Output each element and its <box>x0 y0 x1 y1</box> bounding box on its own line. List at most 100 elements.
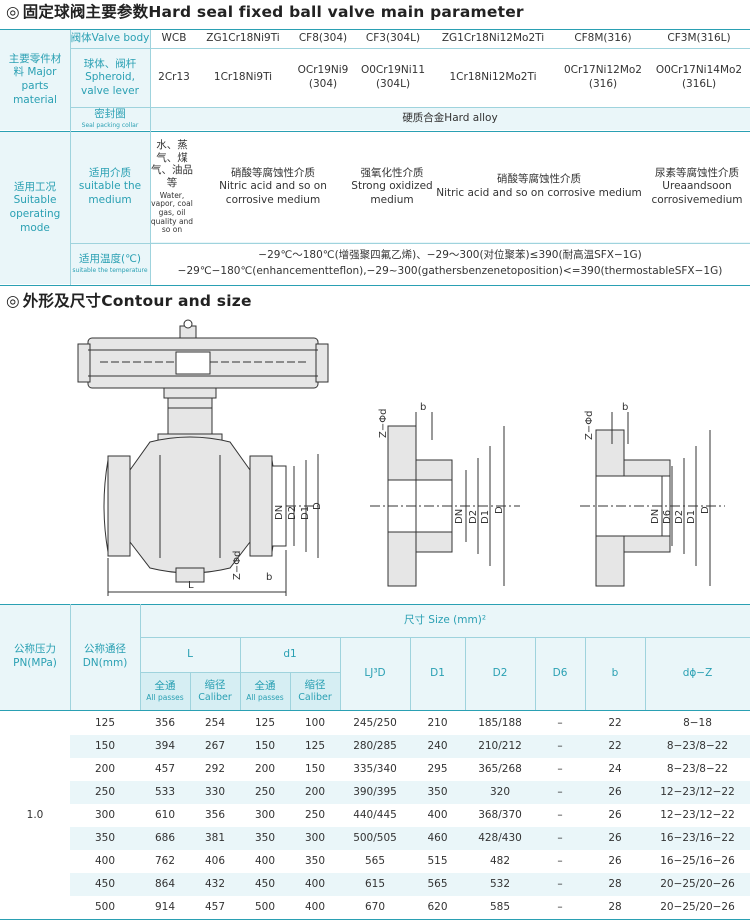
pn-header: 公称压力 PN(MPa) <box>13 643 57 669</box>
medium-cell: 水、蒸气、煤气、油品等 Water, vapor, coal gas, oil … <box>150 139 194 235</box>
medium-label: 适用介质 suitable the medium <box>78 166 142 206</box>
table-cell: 350 <box>427 785 448 798</box>
table-cell: 185/188 <box>478 716 522 729</box>
reduced-bore-header: 缩径 Caliber <box>298 678 332 704</box>
table-cell: 457 <box>204 900 226 913</box>
table-cell: – <box>557 831 563 844</box>
table-cell: 22 <box>608 739 622 752</box>
table-cell: 330 <box>204 785 226 798</box>
table-cell: 390/395 <box>353 785 397 798</box>
col-header-b: b <box>611 667 619 680</box>
table-cell: 26 <box>608 808 622 821</box>
col-header-d2: D2 <box>492 667 508 680</box>
table-cell: 280/285 <box>353 739 397 752</box>
dim-label-d1: D1 <box>300 506 311 520</box>
contour-drawings: L b Z−Φd DN D2 D1 D b Z−Φd DN D2 D1 D b … <box>77 319 725 596</box>
table-cell: 267 <box>204 739 226 752</box>
body-material: CF3(304L) <box>365 32 421 45</box>
table-cell: 762 <box>154 854 176 867</box>
table-cell: – <box>557 716 563 729</box>
col-header-d1: d1 <box>283 648 297 661</box>
body-material: CF8M(316) <box>574 32 632 45</box>
sphere-material: 0Cr17Ni12Mo2 (316) <box>564 64 642 90</box>
sphere-lever-label: 球体、阀杆 Spheroid, valve lever <box>81 57 139 97</box>
circle-mark-icon: ◎ <box>6 292 20 310</box>
table-cell: 565 <box>427 877 448 890</box>
pn-value: 1.0 <box>26 808 44 821</box>
table-cell: 150 <box>304 762 326 775</box>
dn-header: 公称通径 DN(mm) <box>82 643 128 669</box>
table-cell: 26 <box>608 785 622 798</box>
parameter-section-title: ◎固定球阀主要参数Hard seal fixed ball valve main… <box>6 3 524 21</box>
table-cell: 615 <box>364 877 386 890</box>
table-cell: – <box>557 785 563 798</box>
col-header-z: dϕ−Z <box>682 667 713 680</box>
sphere-material: OCr19Ni9 (304) <box>297 64 349 90</box>
table-cell: 620 <box>427 900 448 913</box>
temperature-label: 适用温度(℃) suitable the temperature <box>72 253 148 274</box>
dim-label-b: b <box>622 402 628 413</box>
table-cell: 400 <box>254 854 276 867</box>
sphere-material: 2Cr13 <box>158 71 190 84</box>
table-cell: 670 <box>364 900 386 913</box>
dim-label-d2: D2 <box>674 510 685 524</box>
body-material: ZG1Cr18Ni12Mo2Ti <box>441 32 545 45</box>
col-header-d1-flange: D1 <box>430 667 445 680</box>
circle-mark-icon: ◎ <box>6 3 20 21</box>
table-cell: 400 <box>304 900 326 913</box>
table-cell: 250 <box>304 808 326 821</box>
table-cell: 482 <box>489 854 511 867</box>
table-cell: 20−25/20−26 <box>660 877 735 890</box>
table-cell: 350 <box>94 831 116 844</box>
table-cell: 457 <box>154 762 176 775</box>
table-cell: 20−25/20−26 <box>660 900 735 913</box>
full-bore-header: 全通 All passes <box>246 679 284 703</box>
table-cell: 200 <box>304 785 326 798</box>
contour-section-title: ◎外形及尺寸Contour and size <box>6 292 252 310</box>
table-cell: 240 <box>427 739 448 752</box>
table-cell: 22 <box>608 716 622 729</box>
dim-label-z: Z−Φd <box>584 411 595 440</box>
flange-section-drawing <box>580 412 725 587</box>
table-cell: 565 <box>364 854 386 867</box>
dim-label-z: Z−Φd <box>378 409 389 438</box>
table-cell: 24 <box>608 762 622 775</box>
sphere-material: 1Cr18Ni12Mo2Ti <box>449 71 537 84</box>
table-cell: 26 <box>608 854 622 867</box>
table-cell: 8−18 <box>683 716 712 729</box>
dim-label-dn: DN <box>274 505 285 520</box>
table-cell: 432 <box>204 877 226 890</box>
table-cell: 300 <box>304 831 326 844</box>
table-cell: 610 <box>154 808 176 821</box>
dim-label-d6: D6 <box>662 510 673 524</box>
table-cell: 150 <box>94 739 116 752</box>
table-cell: 250 <box>254 785 276 798</box>
temperature-values: −29℃～180℃(增强聚四氟乙烯)、−29～300(对位聚苯)≤390(耐高温… <box>177 249 723 277</box>
table-cell: 532 <box>489 877 511 890</box>
table-cell: 300 <box>254 808 276 821</box>
table-cell: – <box>557 739 563 752</box>
col-header-ld: LJ³D <box>364 667 386 680</box>
table-cell: 200 <box>94 762 116 775</box>
table-cell: 12−23/12−22 <box>660 785 735 798</box>
dim-label-dn: DN <box>650 509 661 524</box>
dim-label-d1: D1 <box>480 510 491 524</box>
table-cell: 26 <box>608 831 622 844</box>
table-cell: 368/370 <box>478 808 522 821</box>
valve-body-label: 阀体Valve body <box>70 32 150 45</box>
dim-label-L: L <box>188 580 194 591</box>
col-header-l: L <box>187 648 193 661</box>
table-cell: 686 <box>154 831 176 844</box>
table-cell: 350 <box>304 854 326 867</box>
dim-label-d2: D2 <box>287 506 298 520</box>
dim-label-d2: D2 <box>468 510 479 524</box>
valve-actuator-drawing <box>77 319 329 596</box>
table-cell: – <box>557 762 563 775</box>
table-cell: 28 <box>608 877 622 890</box>
table-cell: 515 <box>427 854 448 867</box>
dim-label-b: b <box>420 402 426 413</box>
reduced-bore-header: 缩径 Caliber <box>198 678 232 704</box>
table-cell: 210 <box>427 716 448 729</box>
table-cell: 16−25/16−26 <box>660 854 735 867</box>
body-material: WCB <box>161 32 187 45</box>
